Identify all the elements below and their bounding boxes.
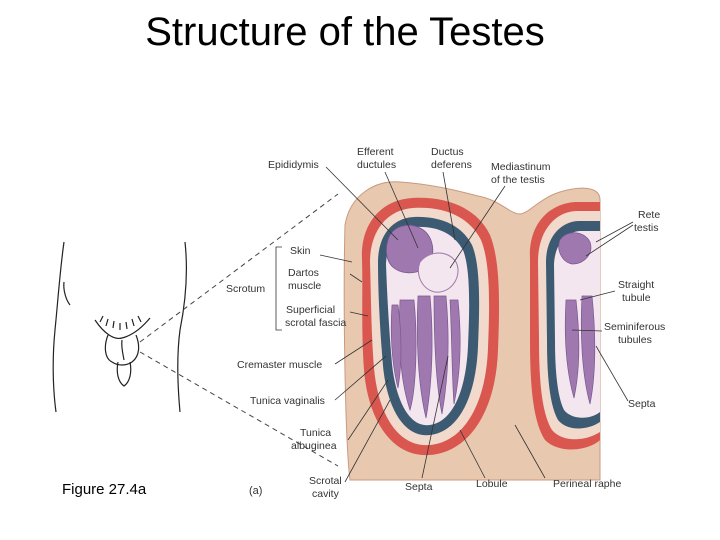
label-tunica-albuginea-1: Tunica	[300, 427, 331, 439]
label-scrotal-cavity-2: cavity	[312, 488, 340, 500]
label-seminiferous-tubules-1: Seminiferous	[604, 321, 665, 333]
leader-lines	[275, 166, 634, 483]
panel-letter: (a)	[249, 485, 263, 497]
label-dartos-muscle-2: muscle	[288, 280, 321, 292]
label-superficial-fascia-1: Superficial	[286, 304, 335, 316]
label-mediastinum-2: of the testis	[491, 174, 545, 186]
label-epididymis: Epididymis	[268, 159, 319, 171]
slide-title: Structure of the Testes	[145, 10, 545, 54]
label-superficial-fascia-2: scrotal fascia	[285, 317, 346, 329]
label-tunica-albuginea-2: albuginea	[291, 440, 337, 452]
label-lobule: Lobule	[476, 478, 508, 490]
label-ductus-deferens-1: Ductus	[431, 146, 464, 158]
figure-caption: Figure 27.4a	[62, 481, 147, 498]
scrotum-cross-section	[343, 181, 601, 481]
label-seminiferous-tubules-2: tubules	[618, 334, 652, 346]
label-septa-right: Septa	[628, 398, 656, 410]
label-perineal-raphe: Perineal raphe	[553, 478, 621, 490]
projection-lines	[139, 193, 339, 467]
label-efferent-ductules-2: ductules	[357, 159, 396, 171]
label-efferent-ductules-1: Efferent	[357, 146, 394, 158]
mediastinum-left	[418, 252, 459, 293]
label-cremaster-muscle: Cremaster muscle	[237, 359, 322, 371]
label-rete-testis-1: Rete	[638, 209, 660, 221]
label-rete-testis-2: testis	[634, 222, 659, 234]
label-tunica-vaginalis: Tunica vaginalis	[250, 395, 325, 407]
lobules-right	[558, 232, 596, 405]
label-straight-tubule-2: tubule	[622, 292, 651, 304]
label-scrotum: Scrotum	[226, 283, 265, 295]
diagram-labels: Epididymis Efferent ductules Ductus defe…	[226, 146, 665, 500]
lobules-left	[390, 295, 461, 419]
body-outline	[52, 241, 187, 413]
label-septa-bottom: Septa	[405, 481, 433, 493]
label-scrotal-cavity-1: Scrotal	[309, 475, 342, 487]
label-dartos-muscle-1: Dartos	[288, 267, 319, 279]
label-ductus-deferens-2: deferens	[431, 159, 472, 171]
label-skin: Skin	[290, 245, 311, 257]
label-straight-tubule-1: Straight	[618, 279, 654, 291]
label-mediastinum-1: Mediastinum	[491, 161, 551, 173]
